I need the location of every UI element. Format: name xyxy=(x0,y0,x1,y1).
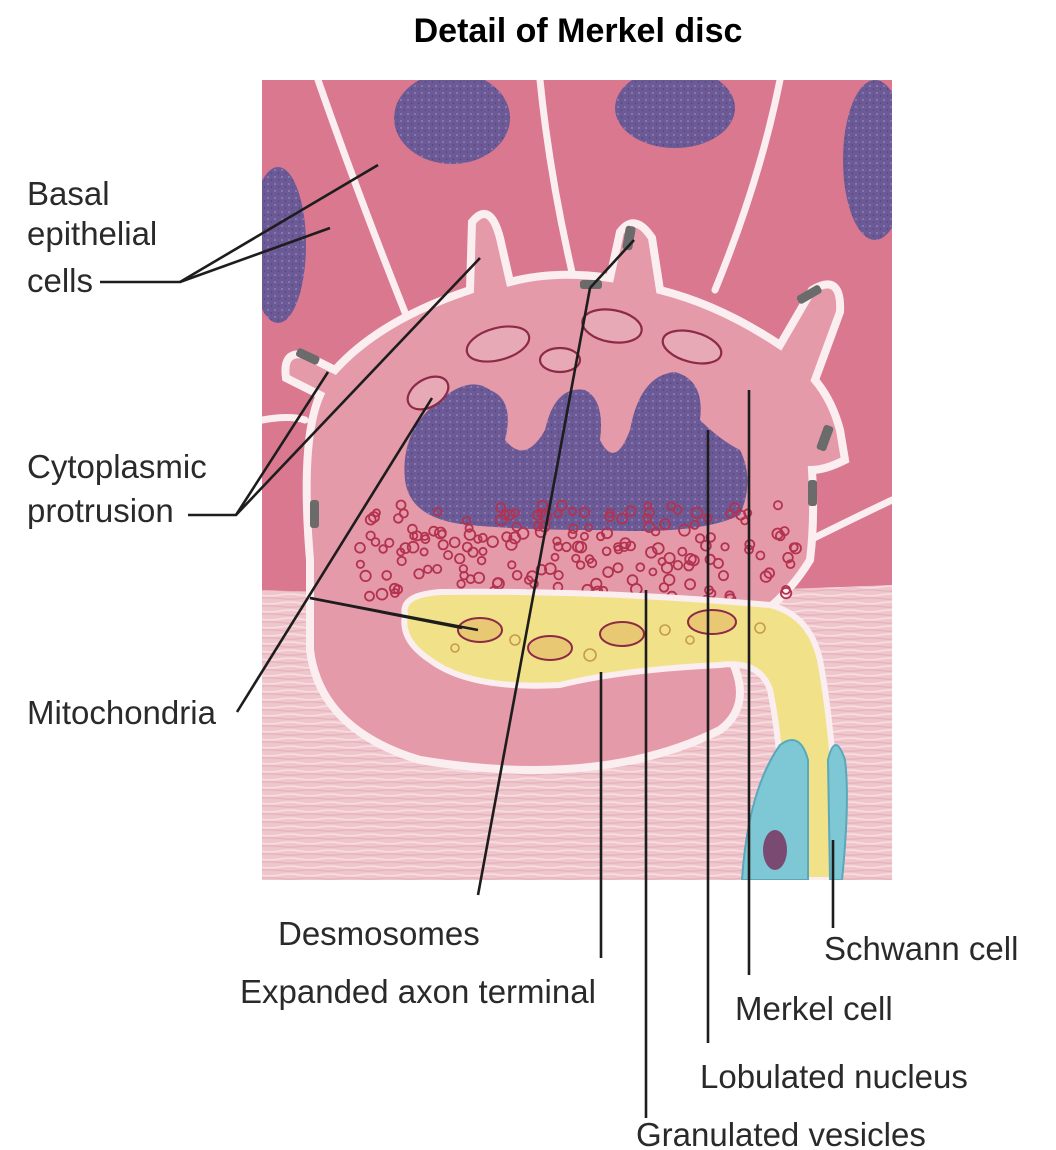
label-basal-line2: epithelial xyxy=(27,215,157,252)
label-lobulated-nucleus: Lobulated nucleus xyxy=(700,1058,968,1095)
illustration-panel xyxy=(250,68,907,880)
label-cytoplasmic-line1: Cytoplasmic xyxy=(27,448,207,485)
label-schwann-cell: Schwann cell xyxy=(824,930,1018,967)
label-merkel-cell: Merkel cell xyxy=(735,990,893,1027)
label-expanded-axon-terminal: Expanded axon terminal xyxy=(240,973,596,1010)
figure-title: Detail of Merkel disc xyxy=(414,12,743,50)
label-basal-line1: Basal xyxy=(27,175,110,212)
label-mitochondria: Mitochondria xyxy=(27,694,217,731)
label-basal-line3: cells xyxy=(27,262,93,299)
label-granulated-vesicles: Granulated vesicles xyxy=(636,1116,926,1150)
label-cytoplasmic-line2: protrusion xyxy=(27,492,174,529)
label-desmosomes: Desmosomes xyxy=(278,915,480,952)
schwann-cell-nucleus xyxy=(763,830,787,870)
